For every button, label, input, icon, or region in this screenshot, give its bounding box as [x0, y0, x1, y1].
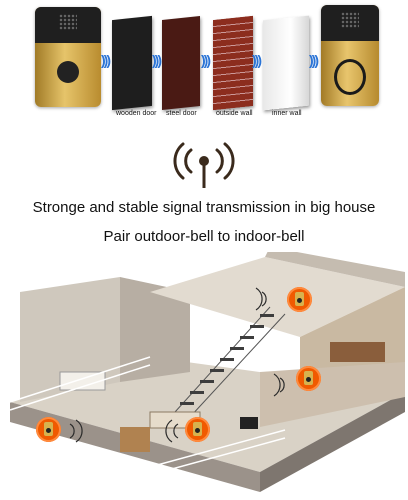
doorbell-pin-upper: [287, 287, 312, 312]
wireless-wave-icon: ))): [309, 52, 319, 68]
wireless-wave-icon: ))): [152, 52, 162, 68]
headline-line-2: Pair outdoor-bell to indoor-bell: [103, 228, 305, 245]
label-inner-wall: inner wall: [272, 110, 302, 117]
doorbell-mini-icon: [304, 371, 313, 385]
doorbell-mini-icon: [44, 422, 53, 436]
steel-door-image: [162, 16, 200, 110]
bell-button-icon: [57, 61, 79, 83]
label-steel-door: steel door: [166, 110, 197, 117]
doorbell-mini-icon: [295, 292, 304, 306]
indoor-doorbell: [321, 5, 379, 106]
wooden-door-image: [112, 15, 152, 111]
inner-wall-image: [263, 15, 309, 111]
doorbell-pin-entrance: [36, 417, 61, 442]
outside-wall-image: [213, 15, 253, 111]
ring-light-icon: [334, 59, 366, 95]
doorbell-pin-living: [185, 417, 210, 442]
doorbell-mini-icon: [193, 422, 202, 436]
doorbell-speaker-top: [35, 7, 101, 43]
wireless-wave-icon: ))): [252, 52, 262, 68]
headline-line-1: Stronge and stable signal transmission i…: [32, 199, 376, 216]
speaker-grill: [59, 14, 77, 30]
house-cutaway-illustration: [9, 252, 405, 492]
outdoor-doorbell: [35, 7, 101, 107]
doorbell-pin-bedroom: [296, 366, 321, 391]
wireless-wave-icon: ))): [101, 52, 111, 68]
speaker-grill: [341, 12, 359, 28]
wireless-wave-icon: ))): [201, 52, 211, 68]
label-outside-wall: outside wall: [216, 110, 253, 117]
doorbell-speaker-top: [321, 5, 379, 41]
label-wooden-door: wooden door: [116, 110, 157, 117]
signal-antenna-icon: [173, 142, 235, 188]
